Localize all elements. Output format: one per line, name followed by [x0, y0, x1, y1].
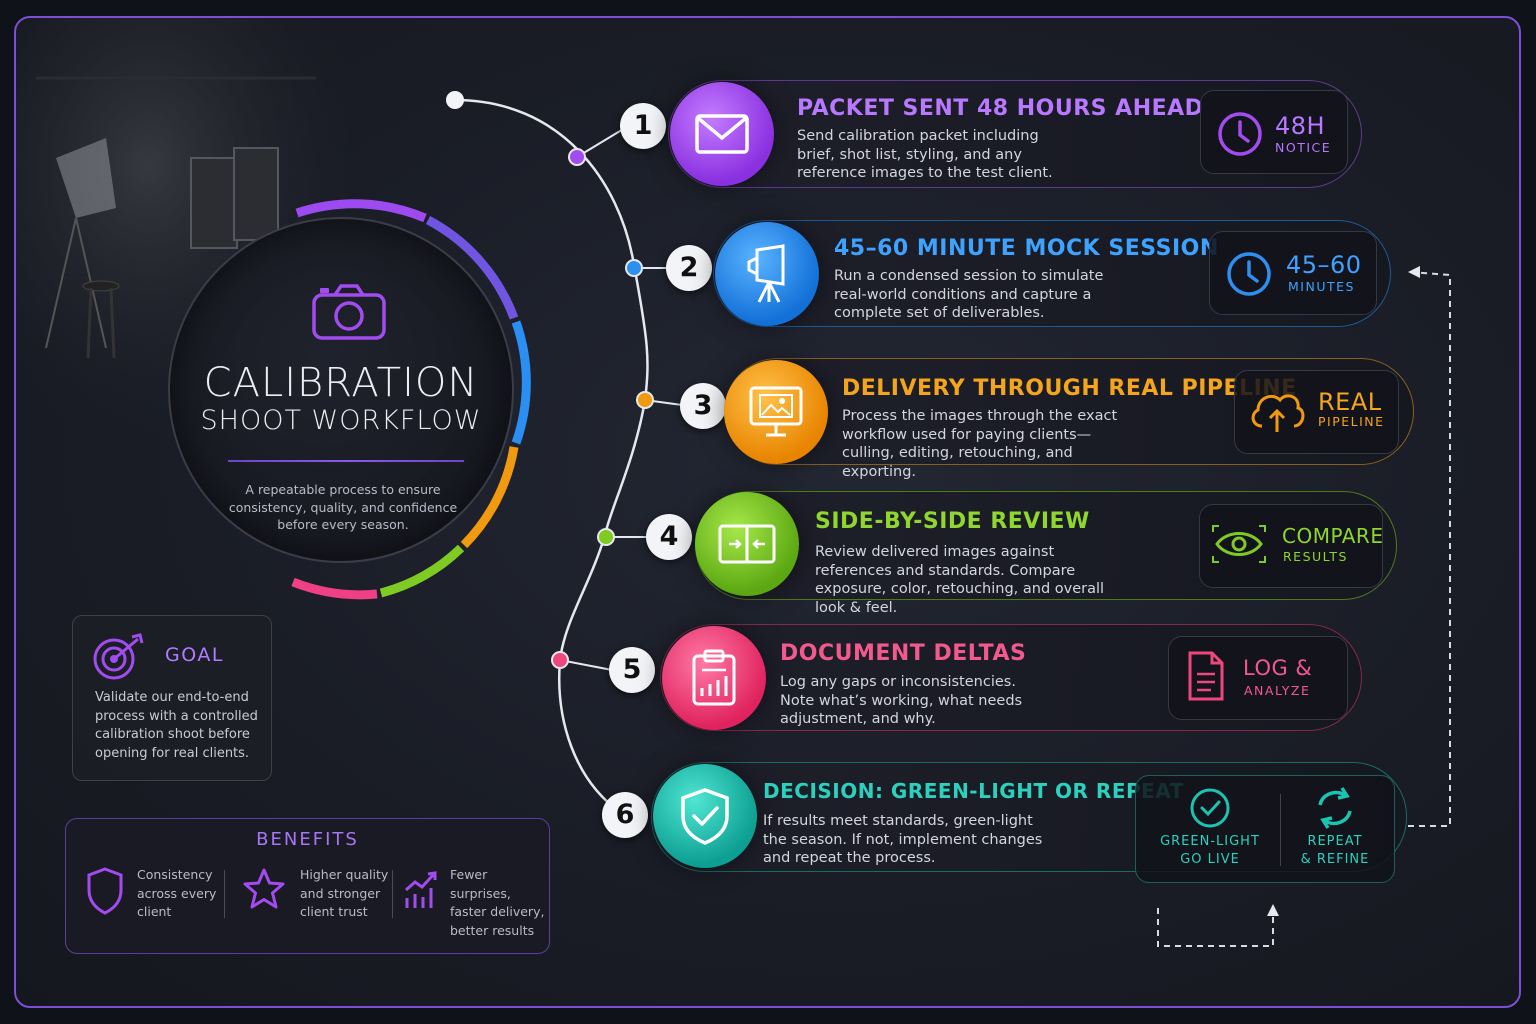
step-icon-circle-4: [695, 492, 799, 596]
option-green-light-line2: GO LIVE: [1180, 852, 1240, 867]
step-badge-4: [1199, 504, 1383, 588]
step-badge-5: [1168, 636, 1348, 720]
step-badge-value-2: 45–60: [1286, 251, 1362, 279]
step-badge-3: [1234, 370, 1399, 454]
step-icon-circle-6: [653, 764, 757, 868]
step-number-1: 1: [620, 103, 666, 149]
step-badge-label-1: NOTICE: [1275, 140, 1332, 155]
option-green-light[interactable]: GREEN-LIGHT GO LIVE: [1155, 833, 1265, 869]
monitor-image-icon: [749, 386, 803, 437]
goal-title: GOAL: [165, 644, 224, 666]
step-number-6: 6: [602, 792, 648, 838]
step-title-4: SIDE-BY-SIDE REVIEW: [815, 509, 1090, 534]
step-badge-label-2: MINUTES: [1288, 279, 1355, 294]
benefit-consistency: Consistency across every client: [137, 867, 217, 919]
benefit-delivery: Fewer surprises, faster delivery, better…: [450, 867, 545, 938]
step-title-6: DECISION: GREEN-LIGHT OR REPEAT: [763, 779, 1184, 803]
step-badge-label-3: PIPELINE: [1318, 414, 1385, 429]
benefit-divider: [224, 870, 225, 918]
timeline-node-4: [597, 528, 615, 546]
hub-title: CALIBRATION: [203, 360, 479, 406]
step-icon-circle-3: [724, 360, 828, 464]
timeline-node-5: [551, 651, 569, 669]
step-icon-circle-1: [670, 82, 774, 186]
step-description-6: If results meet standards, green-light t…: [763, 813, 1043, 866]
step-badge-1: [1200, 90, 1348, 174]
step-number-3: 3: [680, 383, 726, 429]
benefits-title: BENEFITS: [256, 829, 359, 850]
goal-text: Validate our end-to-end process with a c…: [95, 690, 258, 761]
option-green-light-line1: GREEN-LIGHT: [1160, 834, 1260, 849]
option-repeat[interactable]: REPEAT & REFINE: [1290, 833, 1380, 869]
hub-subtitle: SHOOT WORKFLOW: [200, 405, 482, 436]
timeline-start-node: [446, 91, 464, 109]
step-title-3: DELIVERY THROUGH REAL PIPELINE: [842, 376, 1297, 401]
step-badge-value-1: 48H: [1275, 112, 1326, 140]
step-description-4: Review delivered images against referenc…: [815, 544, 1105, 616]
step-title-5: DOCUMENT DELTAS: [780, 641, 1027, 666]
document-icon: [1188, 651, 1224, 701]
step-badge-2: [1209, 231, 1377, 315]
step-badge-label-5: ANALYZE: [1244, 683, 1311, 698]
hub-description: A repeatable process to ensure consisten…: [228, 482, 458, 532]
envelope-icon: [695, 114, 749, 154]
hub-divider: [228, 460, 464, 462]
clipboard-chart-icon: [692, 649, 736, 706]
refresh-icon[interactable]: [1312, 785, 1358, 831]
step-title-1: PACKET SENT 48 HOURS AHEAD: [797, 96, 1204, 121]
clock-icon: [1218, 112, 1262, 156]
benefit-quality: Higher quality and stronger client trust: [300, 867, 389, 919]
step-icon-circle-5: [662, 626, 766, 730]
check-circle-icon[interactable]: [1189, 787, 1231, 829]
timeline-node-3: [636, 391, 654, 409]
step-number-2: 2: [666, 245, 712, 291]
compare-panels-icon: [718, 524, 776, 564]
timeline-node-2: [625, 259, 643, 277]
step-description-1: Send calibration packet including brief,…: [797, 128, 1053, 181]
decision-options-box: [1135, 775, 1395, 883]
step-icon-circle-2: [715, 222, 819, 326]
benefit-divider: [392, 870, 393, 918]
option-repeat-line2: & REFINE: [1300, 852, 1370, 867]
camera-icon: [312, 284, 386, 340]
step-badge-value-4: COMPARE: [1282, 524, 1384, 548]
step-number-4: 4: [646, 514, 692, 560]
step-badge-label-4: RESULTS: [1283, 549, 1348, 564]
step-title-2: 45–60 MINUTE MOCK SESSION: [834, 236, 1219, 261]
star-icon: [243, 868, 285, 909]
chart-growth-icon: [405, 871, 437, 908]
step-number-5: 5: [609, 647, 655, 693]
softbox-light-icon: [747, 244, 785, 303]
decision-divider: [1280, 794, 1281, 866]
eye-icon: [1212, 525, 1266, 563]
step-description-2: Run a condensed session to simulate real…: [834, 268, 1104, 321]
target-icon: [93, 633, 144, 680]
step-description-5: Log any gaps or inconsistencies. Note wh…: [780, 674, 1023, 727]
benefits-box: [65, 818, 550, 954]
step-badge-value-5: LOG &: [1243, 656, 1313, 680]
timeline-node-1: [568, 148, 586, 166]
step-description-3: Process the images through the exact wor…: [842, 408, 1118, 480]
shield-check-icon: [681, 788, 729, 845]
clock-icon: [1227, 252, 1271, 296]
option-repeat-line1: REPEAT: [1307, 834, 1363, 849]
cloud-upload-icon: [1251, 394, 1305, 432]
shield-icon: [87, 867, 123, 915]
step-badge-value-3: REAL: [1318, 388, 1382, 416]
